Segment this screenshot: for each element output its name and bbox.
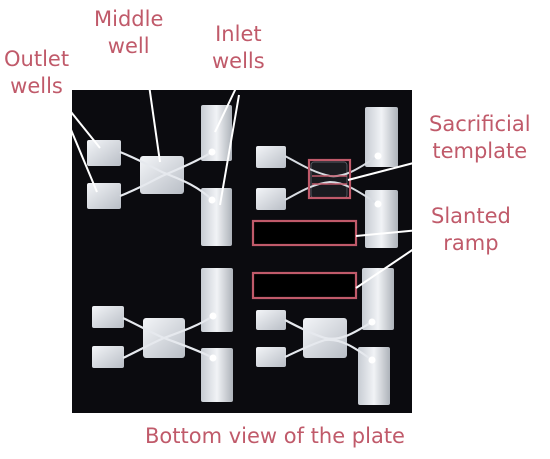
label-line: Middle — [94, 7, 164, 31]
port — [209, 354, 217, 362]
callout-inlet — [214, 87, 237, 133]
outlet-well — [87, 140, 121, 166]
label-line: well — [107, 34, 150, 58]
label-inlet-wells: Inlet wells — [212, 21, 265, 75]
label-slanted-ramp: Slanted ramp — [431, 203, 511, 257]
callout-ramp — [355, 228, 431, 237]
callout-outlet — [63, 112, 98, 193]
middle-well — [310, 161, 348, 199]
inlet-well-tall — [365, 107, 398, 167]
label-line: wells — [10, 74, 63, 98]
label-outlet-wells: Outlet wells — [4, 46, 69, 100]
outlet-well — [256, 188, 286, 210]
outlet-well — [92, 306, 124, 328]
inlet-well-tall — [201, 348, 233, 402]
outlet-well — [256, 146, 286, 168]
callout-inlet — [219, 94, 240, 206]
label-line: Inlet — [215, 22, 262, 46]
inlet-well-tall — [362, 268, 394, 330]
callout-template — [347, 158, 430, 181]
port — [368, 356, 376, 364]
callout-ramp — [355, 235, 434, 289]
inlet-well-tall — [201, 268, 233, 332]
slanted-ramp-box — [251, 271, 358, 300]
outlet-well — [256, 310, 286, 330]
microchannel — [122, 315, 214, 359]
outlet-well — [87, 183, 121, 209]
label-line: template — [432, 139, 528, 163]
label-line: wells — [212, 49, 265, 73]
port — [208, 196, 216, 204]
callout-lines — [63, 63, 434, 289]
port — [208, 148, 216, 156]
figure-caption: Bottom view of the plate — [145, 424, 405, 448]
inlet-well-tall — [201, 188, 232, 246]
callout-outlet — [66, 106, 101, 149]
inlet-well-tall — [358, 347, 390, 405]
microchannel — [284, 319, 373, 361]
port — [374, 152, 382, 160]
port — [374, 200, 382, 208]
port — [209, 312, 217, 320]
outlet-well — [92, 346, 124, 368]
label-line: ramp — [443, 231, 499, 255]
port — [368, 318, 376, 326]
outlet-well — [256, 347, 286, 367]
device-bottom-left — [92, 268, 233, 402]
callout-middle — [145, 63, 161, 163]
label-line: Slanted — [431, 204, 511, 228]
device-bottom-right — [256, 268, 394, 405]
inlet-well-tall — [201, 105, 232, 161]
label-sacrificial-template: Sacrificial template — [429, 111, 531, 165]
microchannel — [119, 150, 213, 201]
label-middle-well: Middle well — [94, 6, 163, 60]
label-line: Sacrificial — [429, 112, 531, 136]
slanted-ramp-box — [251, 219, 358, 247]
plate-body — [72, 90, 412, 413]
label-line: Outlet — [4, 47, 70, 71]
